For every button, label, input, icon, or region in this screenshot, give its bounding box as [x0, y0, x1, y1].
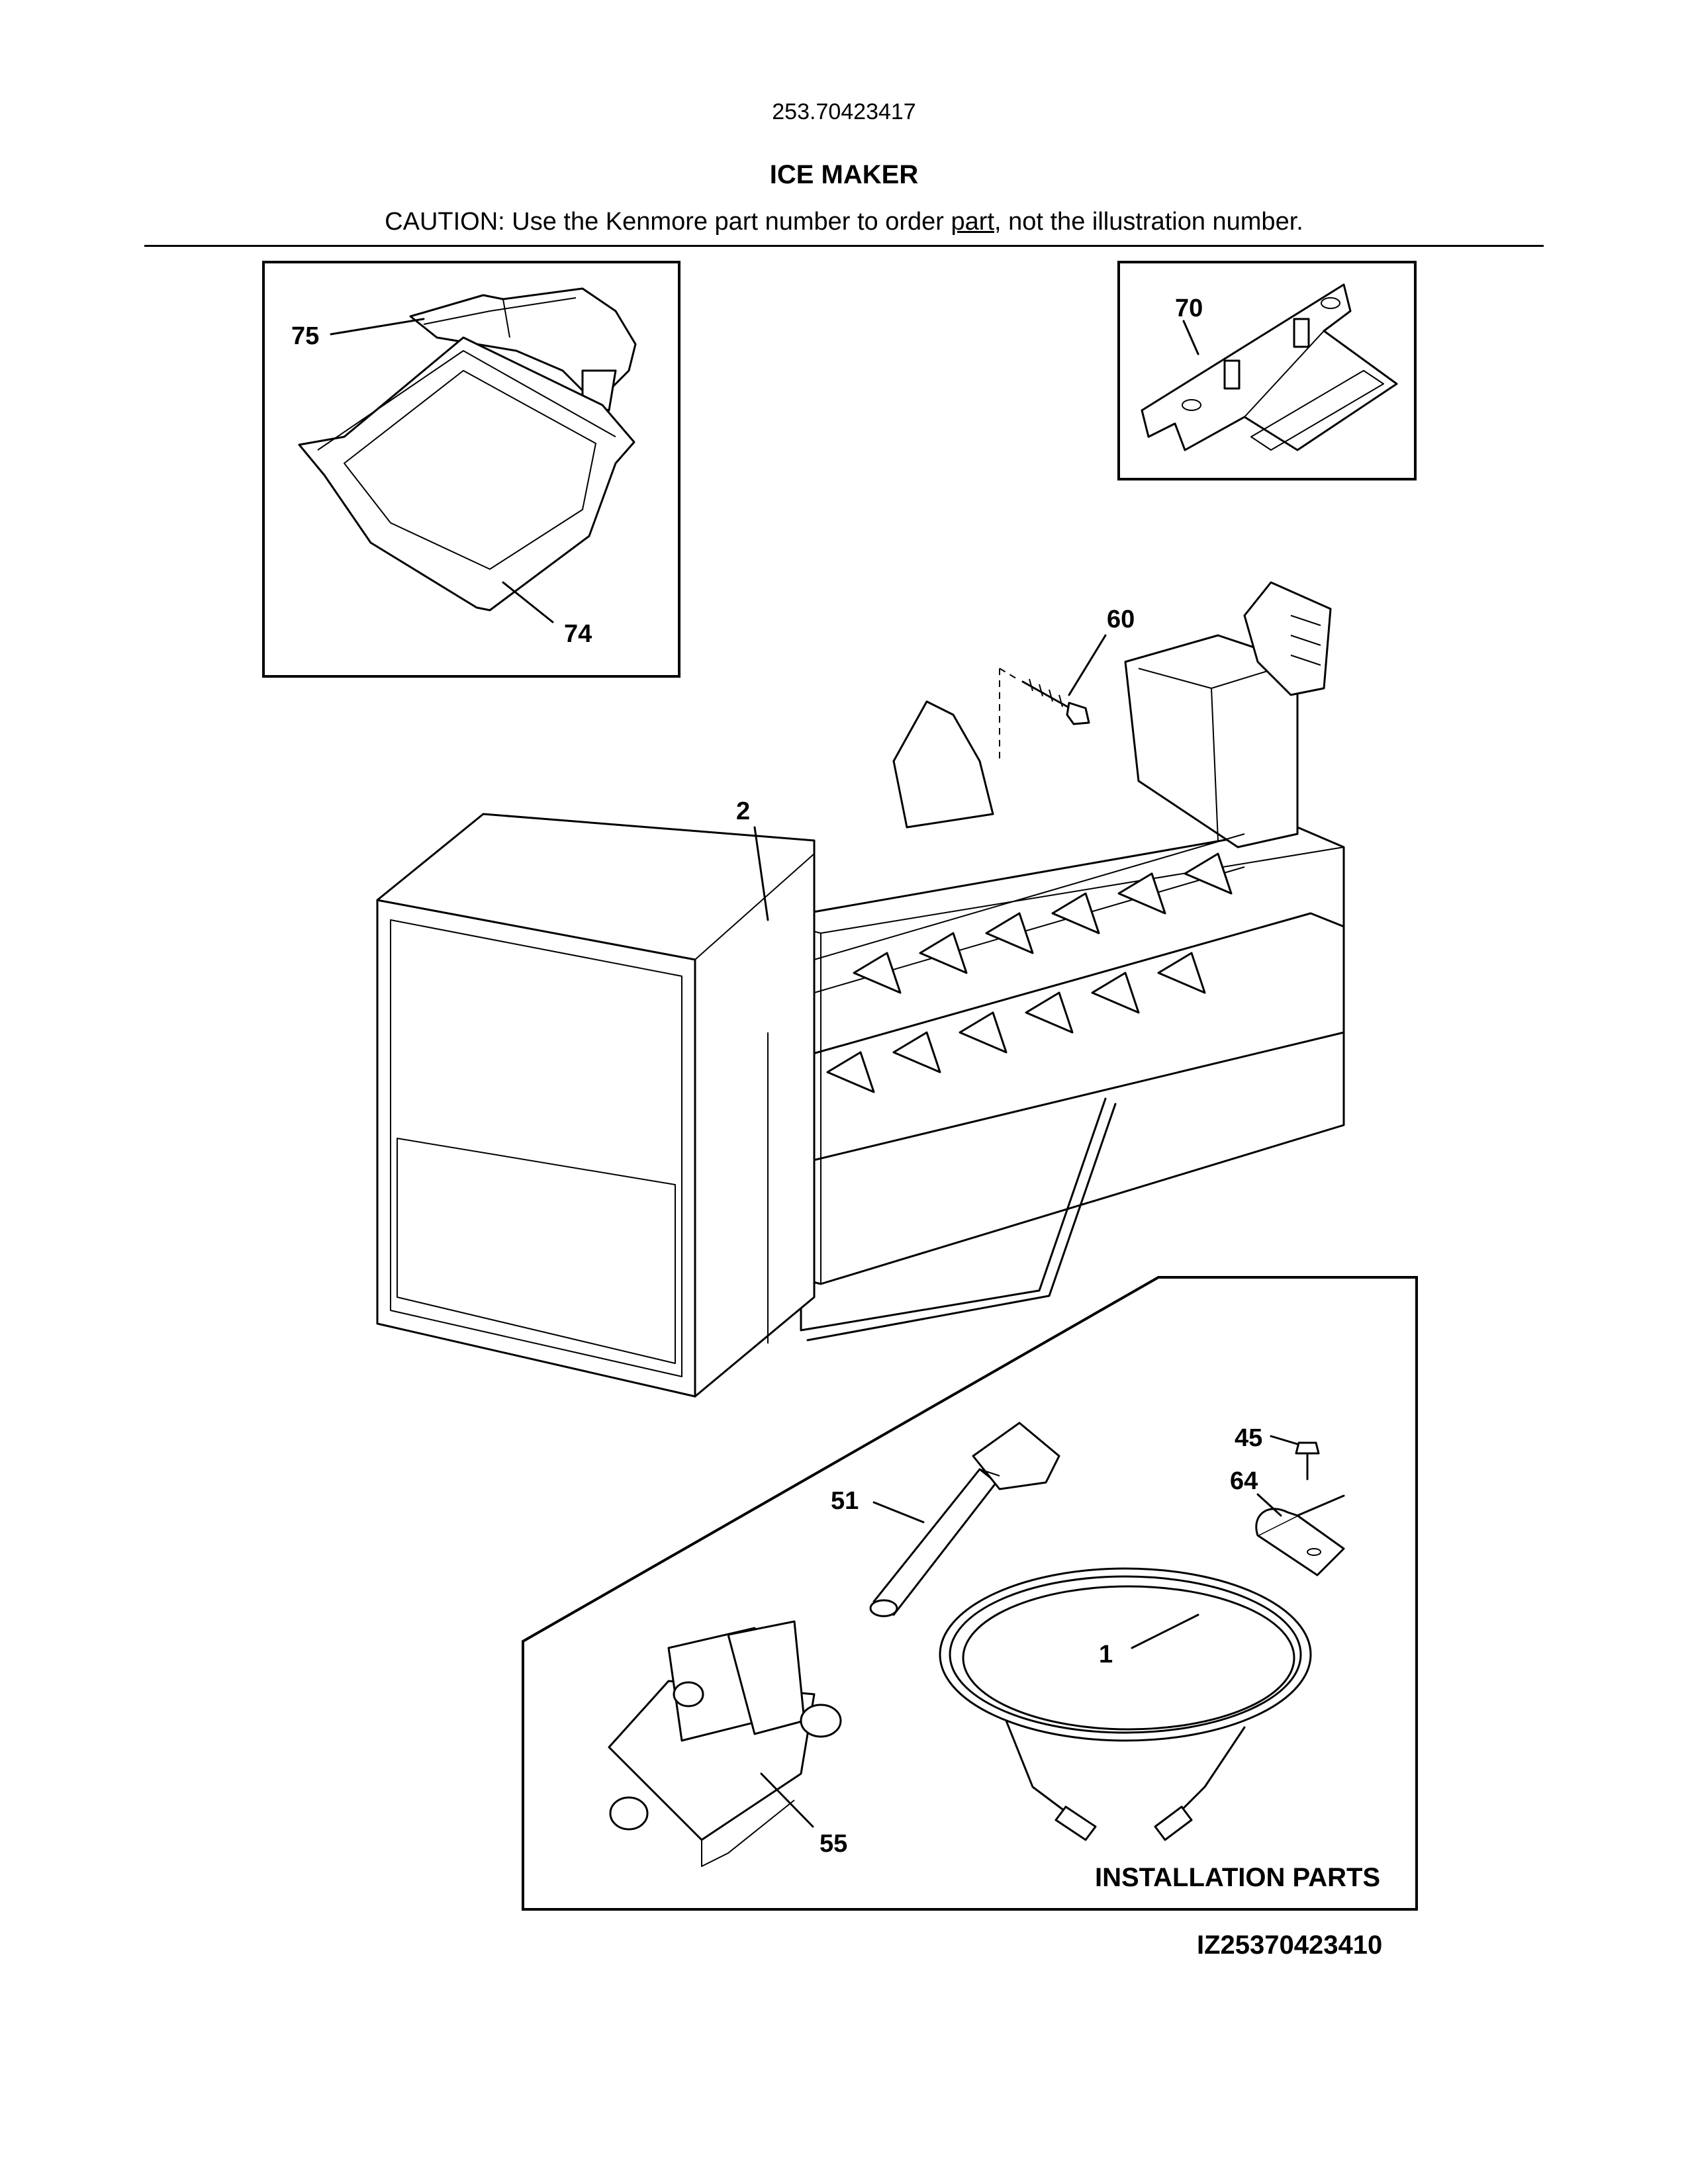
screw-45-drawing — [1295, 1441, 1320, 1480]
caution-note: CAUTION: Use the Kenmore part number to … — [0, 208, 1688, 236]
diagram-code: IZ25370423410 — [1197, 1931, 1382, 1960]
callout-64-leader — [1256, 1493, 1282, 1517]
callout-75: 75 — [291, 322, 319, 350]
callout-1-leader — [1131, 1614, 1199, 1649]
callout-45: 45 — [1235, 1424, 1262, 1452]
callout-70-leader — [1182, 320, 1199, 355]
bracket-drawing — [1141, 283, 1398, 451]
caution-prefix: CAUTION: Use the Kenmore part number to … — [385, 208, 951, 236]
callout-75-leader — [330, 318, 425, 336]
caution-suffix: , not the illustration number. — [994, 208, 1303, 236]
fill-tube-drawing — [869, 1422, 1060, 1617]
water-valve-drawing — [608, 1620, 842, 1867]
callout-51: 51 — [831, 1487, 859, 1515]
ice-bucket-cover-drawing — [409, 287, 637, 412]
callout-64: 64 — [1230, 1467, 1258, 1495]
callout-60: 60 — [1107, 606, 1135, 633]
header-rule — [144, 245, 1544, 247]
water-line-drawing — [939, 1567, 1312, 1841]
ice-maker-assembly-drawing — [376, 581, 1345, 1398]
page-title: ICE MAKER — [769, 160, 919, 189]
callout-2: 2 — [736, 797, 750, 825]
installation-parts-label: INSTALLATION PARTS — [1095, 1863, 1380, 1892]
callout-74: 74 — [564, 620, 592, 648]
callout-55: 55 — [820, 1830, 847, 1858]
callout-55-leader — [760, 1772, 814, 1828]
callout-1: 1 — [1099, 1641, 1113, 1668]
clamp-drawing — [1255, 1494, 1345, 1576]
ice-bucket-inset-box — [262, 261, 680, 678]
callout-74-leader — [502, 581, 554, 623]
screw-60-drawing — [1021, 678, 1090, 725]
installation-parts-inset-box — [522, 1276, 1418, 1911]
callout-51-leader — [872, 1501, 925, 1524]
bracket-inset-box — [1117, 261, 1417, 480]
callout-60-leader — [1068, 634, 1107, 696]
callout-2-leader — [753, 826, 769, 921]
callout-45-leader — [1270, 1435, 1299, 1445]
ice-bucket-drawing — [298, 336, 635, 612]
model-number: 253.70423417 — [772, 99, 916, 124]
callout-70: 70 — [1175, 295, 1203, 322]
caution-underlined-word: part — [951, 208, 994, 236]
